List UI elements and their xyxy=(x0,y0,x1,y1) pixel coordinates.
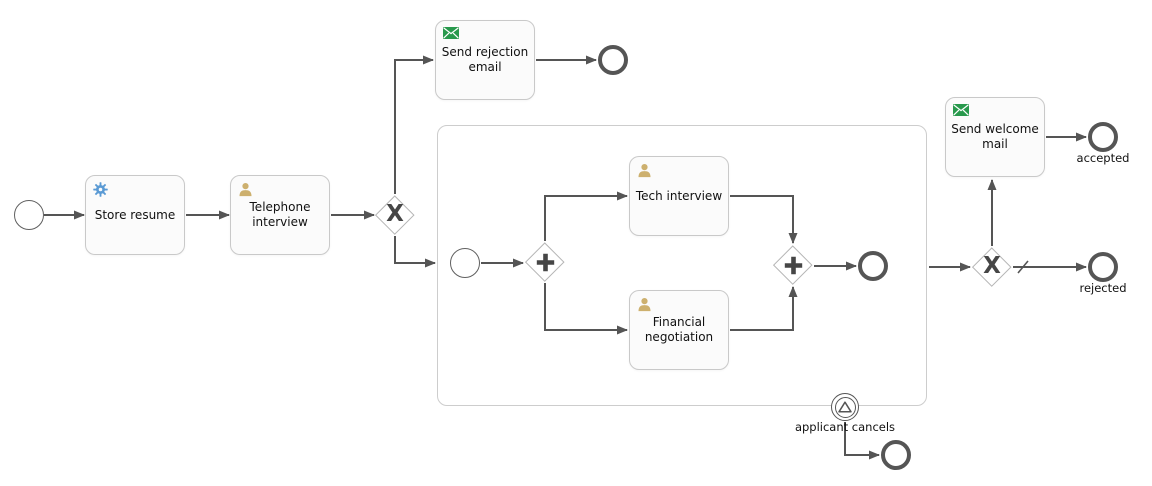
exclusive-gateway-decision[interactable]: X xyxy=(375,195,415,235)
end-event-rejected[interactable] xyxy=(1088,252,1118,282)
flow-decision-to-subprocess[interactable] xyxy=(394,236,436,268)
subprocess-end-event[interactable] xyxy=(858,251,888,281)
envelope-icon xyxy=(443,27,459,43)
boundary-event-inner-ring xyxy=(834,396,856,418)
task-label: Send rejection email xyxy=(441,45,529,74)
envelope-icon xyxy=(953,104,969,120)
parallel-gateway-fork[interactable] xyxy=(525,242,565,282)
flow-fork-to-tech[interactable] xyxy=(544,191,628,241)
task-send-rejection-email[interactable]: Send rejection email xyxy=(435,20,535,100)
task-label: Store resume xyxy=(94,207,176,222)
task-label: Tech interview xyxy=(635,188,723,203)
label-applicant-cancels[interactable]: applicant cancels xyxy=(794,420,896,434)
parallel-marker-icon xyxy=(783,255,804,276)
subprocess-start-event[interactable] xyxy=(450,248,480,278)
person-icon xyxy=(637,297,652,316)
person-icon xyxy=(637,163,652,182)
task-send-welcome-mail[interactable]: Send welcome mail xyxy=(945,97,1045,177)
task-label: Telephone interview xyxy=(249,200,311,229)
task-tech-interview[interactable]: Tech interview xyxy=(629,156,729,236)
flow-fork-to-financial[interactable] xyxy=(544,283,628,335)
end-event-accepted[interactable] xyxy=(1088,122,1118,152)
flow-tech-to-join[interactable] xyxy=(730,195,798,244)
gear-icon xyxy=(93,182,108,201)
label-accepted[interactable]: accepted xyxy=(1076,151,1130,165)
label-rejected[interactable]: rejected xyxy=(1079,281,1127,295)
task-label: Financial negotiation xyxy=(644,315,714,344)
person-icon xyxy=(238,182,253,201)
task-label: Send welcome mail xyxy=(951,122,1039,151)
parallel-gateway-join[interactable] xyxy=(773,245,813,285)
boundary-event-applicant-cancels[interactable] xyxy=(831,393,859,421)
exclusive-gateway-final[interactable]: X xyxy=(972,247,1012,287)
end-event-rejection[interactable] xyxy=(598,45,628,75)
subprocess-interviews[interactable] xyxy=(437,125,927,406)
task-store-resume[interactable]: Store resume xyxy=(85,175,185,255)
task-telephone-interview[interactable]: Telephone interview xyxy=(230,175,330,255)
xor-marker-icon: X xyxy=(386,200,404,227)
start-event[interactable] xyxy=(14,200,44,230)
flow-financial-to-join[interactable] xyxy=(730,286,798,331)
xor-marker-icon: X xyxy=(983,252,1001,279)
flow-boundary-to-end[interactable] xyxy=(844,422,880,460)
default-flow-marker xyxy=(1017,260,1029,274)
parallel-marker-icon xyxy=(535,252,556,273)
flow-decision-to-rejection[interactable] xyxy=(394,55,434,194)
end-event-cancelled[interactable] xyxy=(881,440,911,470)
triangle-icon xyxy=(838,401,852,413)
task-financial-negotiation[interactable]: Financial negotiation xyxy=(629,290,729,370)
